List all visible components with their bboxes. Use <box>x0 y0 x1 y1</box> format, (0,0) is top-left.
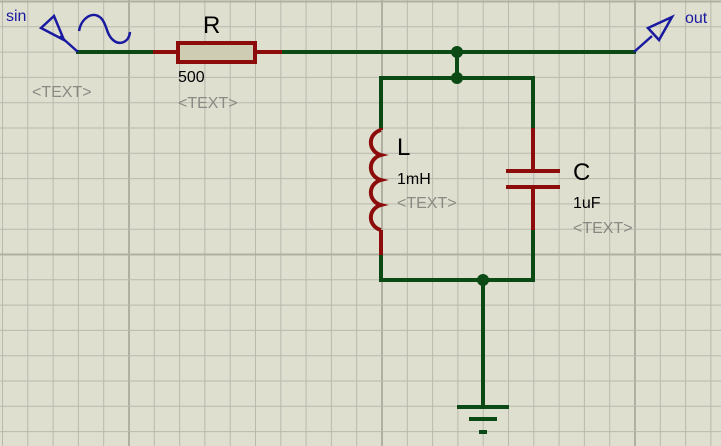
capacitor-ref-label: C <box>573 159 590 186</box>
capacitor-c[interactable]: C 1uF <TEXT> <box>506 128 633 237</box>
input-terminal-icon <box>38 13 79 53</box>
input-terminal-label: sin <box>6 8 26 25</box>
output-terminal-label: out <box>685 10 708 27</box>
junctions <box>451 46 489 286</box>
output-terminal[interactable]: out <box>633 10 708 53</box>
inductor-value-label: 1mH <box>397 171 431 188</box>
resistor-r[interactable]: R 500 <TEXT> <box>153 12 282 112</box>
capacitor-icon <box>506 128 560 230</box>
output-terminal-icon <box>633 14 675 53</box>
capacitor-value-label: 1uF <box>573 195 601 212</box>
ground-icon[interactable] <box>457 405 509 434</box>
resistor-value-label: 500 <box>178 69 205 86</box>
junction-dot <box>477 274 489 286</box>
inductor-coil-icon <box>368 128 389 255</box>
wire-bottom-rail[interactable] <box>379 228 535 282</box>
resistor-body <box>176 41 257 64</box>
junction-dot <box>451 46 463 58</box>
inductor-ref-label: L <box>397 134 410 161</box>
sine-source-icon <box>77 13 132 44</box>
junction-dot <box>451 72 463 84</box>
input-terminal[interactable]: sin <TEXT> <box>6 8 132 101</box>
input-terminal-text-placeholder: <TEXT> <box>32 84 92 101</box>
resistor-ref-label: R <box>203 12 220 39</box>
resistor-text-placeholder: <TEXT> <box>178 95 238 112</box>
inductor-l[interactable]: L 1mH <TEXT> <box>368 128 457 255</box>
capacitor-text-placeholder: <TEXT> <box>573 220 633 237</box>
inductor-text-placeholder: <TEXT> <box>397 195 457 212</box>
